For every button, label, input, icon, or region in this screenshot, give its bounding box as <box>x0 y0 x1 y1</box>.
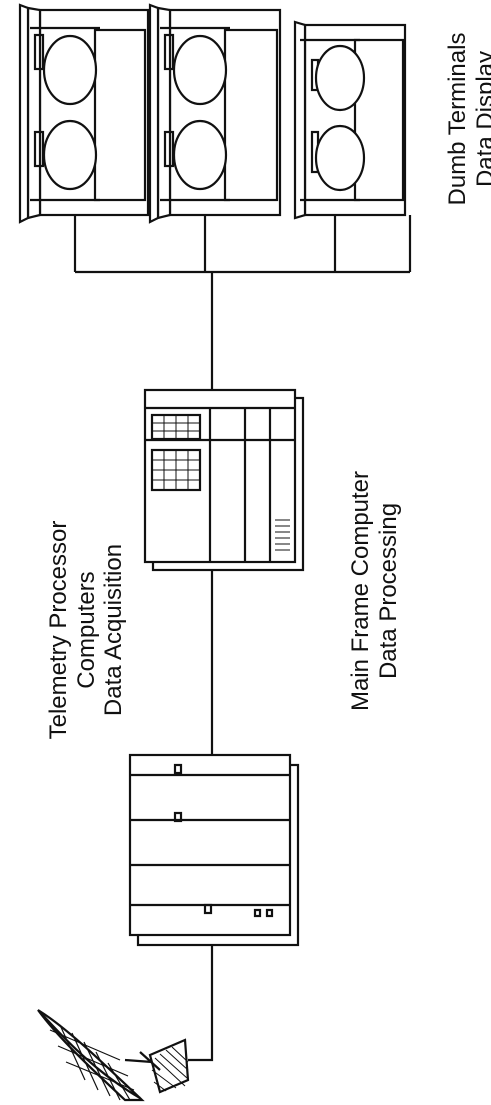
mainframe-computer-icon <box>145 390 303 570</box>
telemetry-label-line-1: Telemetry Processor <box>45 480 73 780</box>
mainframe-label-line-2: Data Processing <box>375 441 403 741</box>
dumb-terminals-label-line-2: Data Display <box>472 4 491 234</box>
telemetry-label-line-3: Data Acquisition <box>100 480 128 780</box>
dumb-terminal-icon <box>295 22 405 218</box>
dumb-terminals-label: Dumb Terminals Data Display <box>444 4 491 234</box>
satellite-dish-icon <box>38 1010 188 1100</box>
dumb-terminals-label-line-1: Dumb Terminals <box>444 4 472 234</box>
mainframe-label: Main Frame Computer Data Processing <box>347 441 409 741</box>
telemetry-label: Telemetry Processor Computers Data Acqui… <box>45 480 135 780</box>
mainframe-label-line-1: Main Frame Computer <box>347 441 375 741</box>
telemetry-processor-icon <box>130 755 298 945</box>
dumb-terminal-icon <box>150 5 280 222</box>
dumb-terminal-icon <box>20 5 148 222</box>
telemetry-label-line-2: Computers <box>73 480 101 780</box>
